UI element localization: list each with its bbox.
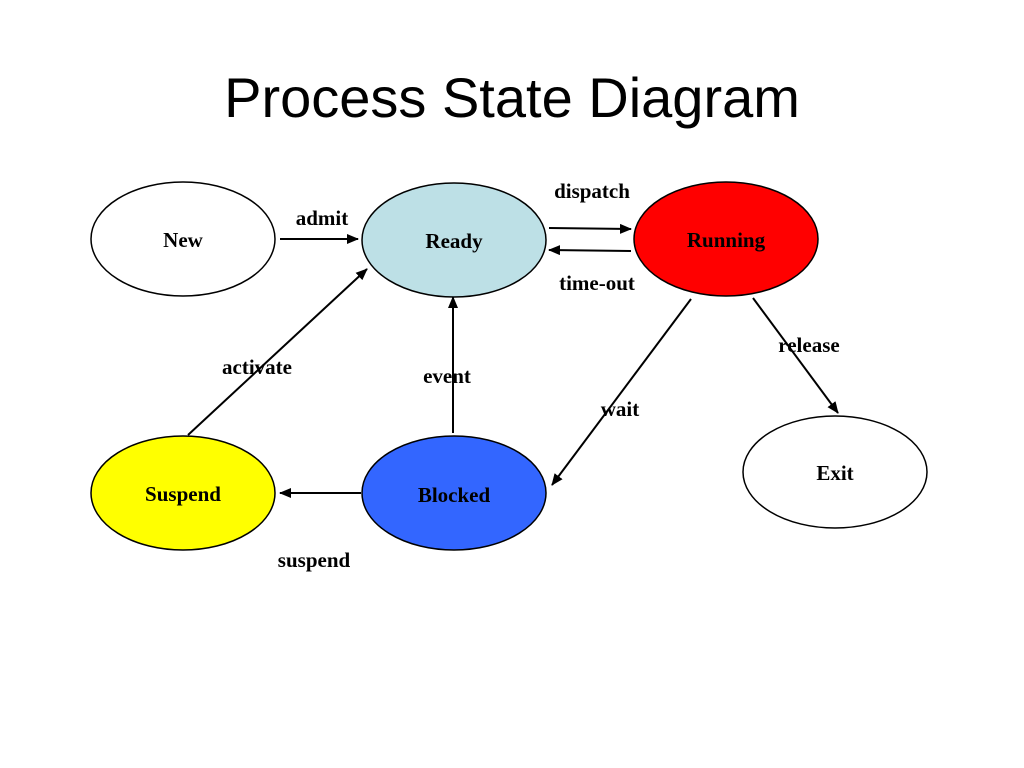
event-label: event (423, 364, 471, 388)
activate-label: activate (222, 355, 292, 379)
activate-arrow (187, 268, 368, 436)
timeout-label: time-out (559, 271, 635, 295)
release-arrow (752, 297, 839, 414)
wait-label: wait (601, 397, 640, 421)
state-suspend: Suspend (90, 435, 276, 551)
release-label: release (778, 333, 839, 357)
state-blocked-shape (361, 435, 547, 551)
slide-title: Process State Diagram (224, 66, 800, 129)
dispatch-arrow (548, 223, 632, 234)
state-running-label: Running (687, 228, 766, 252)
state-blocked-label: Blocked (418, 483, 491, 507)
state-blocked: Blocked (361, 435, 547, 551)
state-exit-label: Exit (816, 461, 853, 485)
state-new-shape (90, 181, 276, 297)
state-running: Running (633, 181, 819, 297)
dispatch-label: dispatch (554, 179, 630, 203)
state-running-shape (633, 181, 819, 297)
state-ready: Ready (361, 182, 547, 298)
state-new: New (90, 181, 276, 297)
state-exit-shape (742, 415, 928, 529)
state-suspend-shape (90, 435, 276, 551)
wait-arrow (551, 298, 692, 486)
timeout-arrow (548, 245, 632, 256)
state-ready-shape (361, 182, 547, 298)
admit-label: admit (296, 206, 349, 230)
state-suspend-label: Suspend (145, 482, 221, 506)
state-exit: Exit (742, 415, 928, 529)
state-new-label: New (163, 228, 203, 252)
state-ready-label: Ready (425, 229, 483, 253)
suspend-label: suspend (278, 548, 351, 572)
